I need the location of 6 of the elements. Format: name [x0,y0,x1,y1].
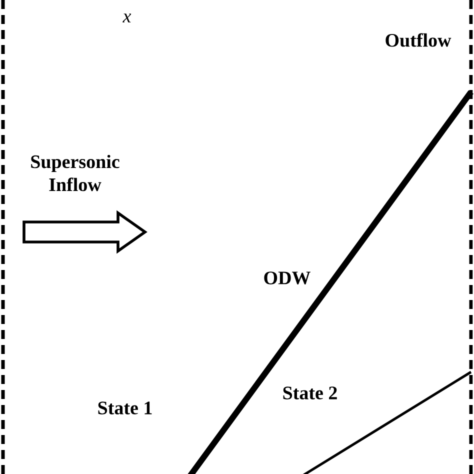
wave-label: ODW [264,272,310,284]
region-label: State 1 [98,402,152,414]
boundary-label: Outflow [386,33,452,47]
axis-label: $x$ [122,14,132,22]
inflow-label: Supersonic Inflow [31,154,120,192]
region-label: State 2 [283,386,337,400]
